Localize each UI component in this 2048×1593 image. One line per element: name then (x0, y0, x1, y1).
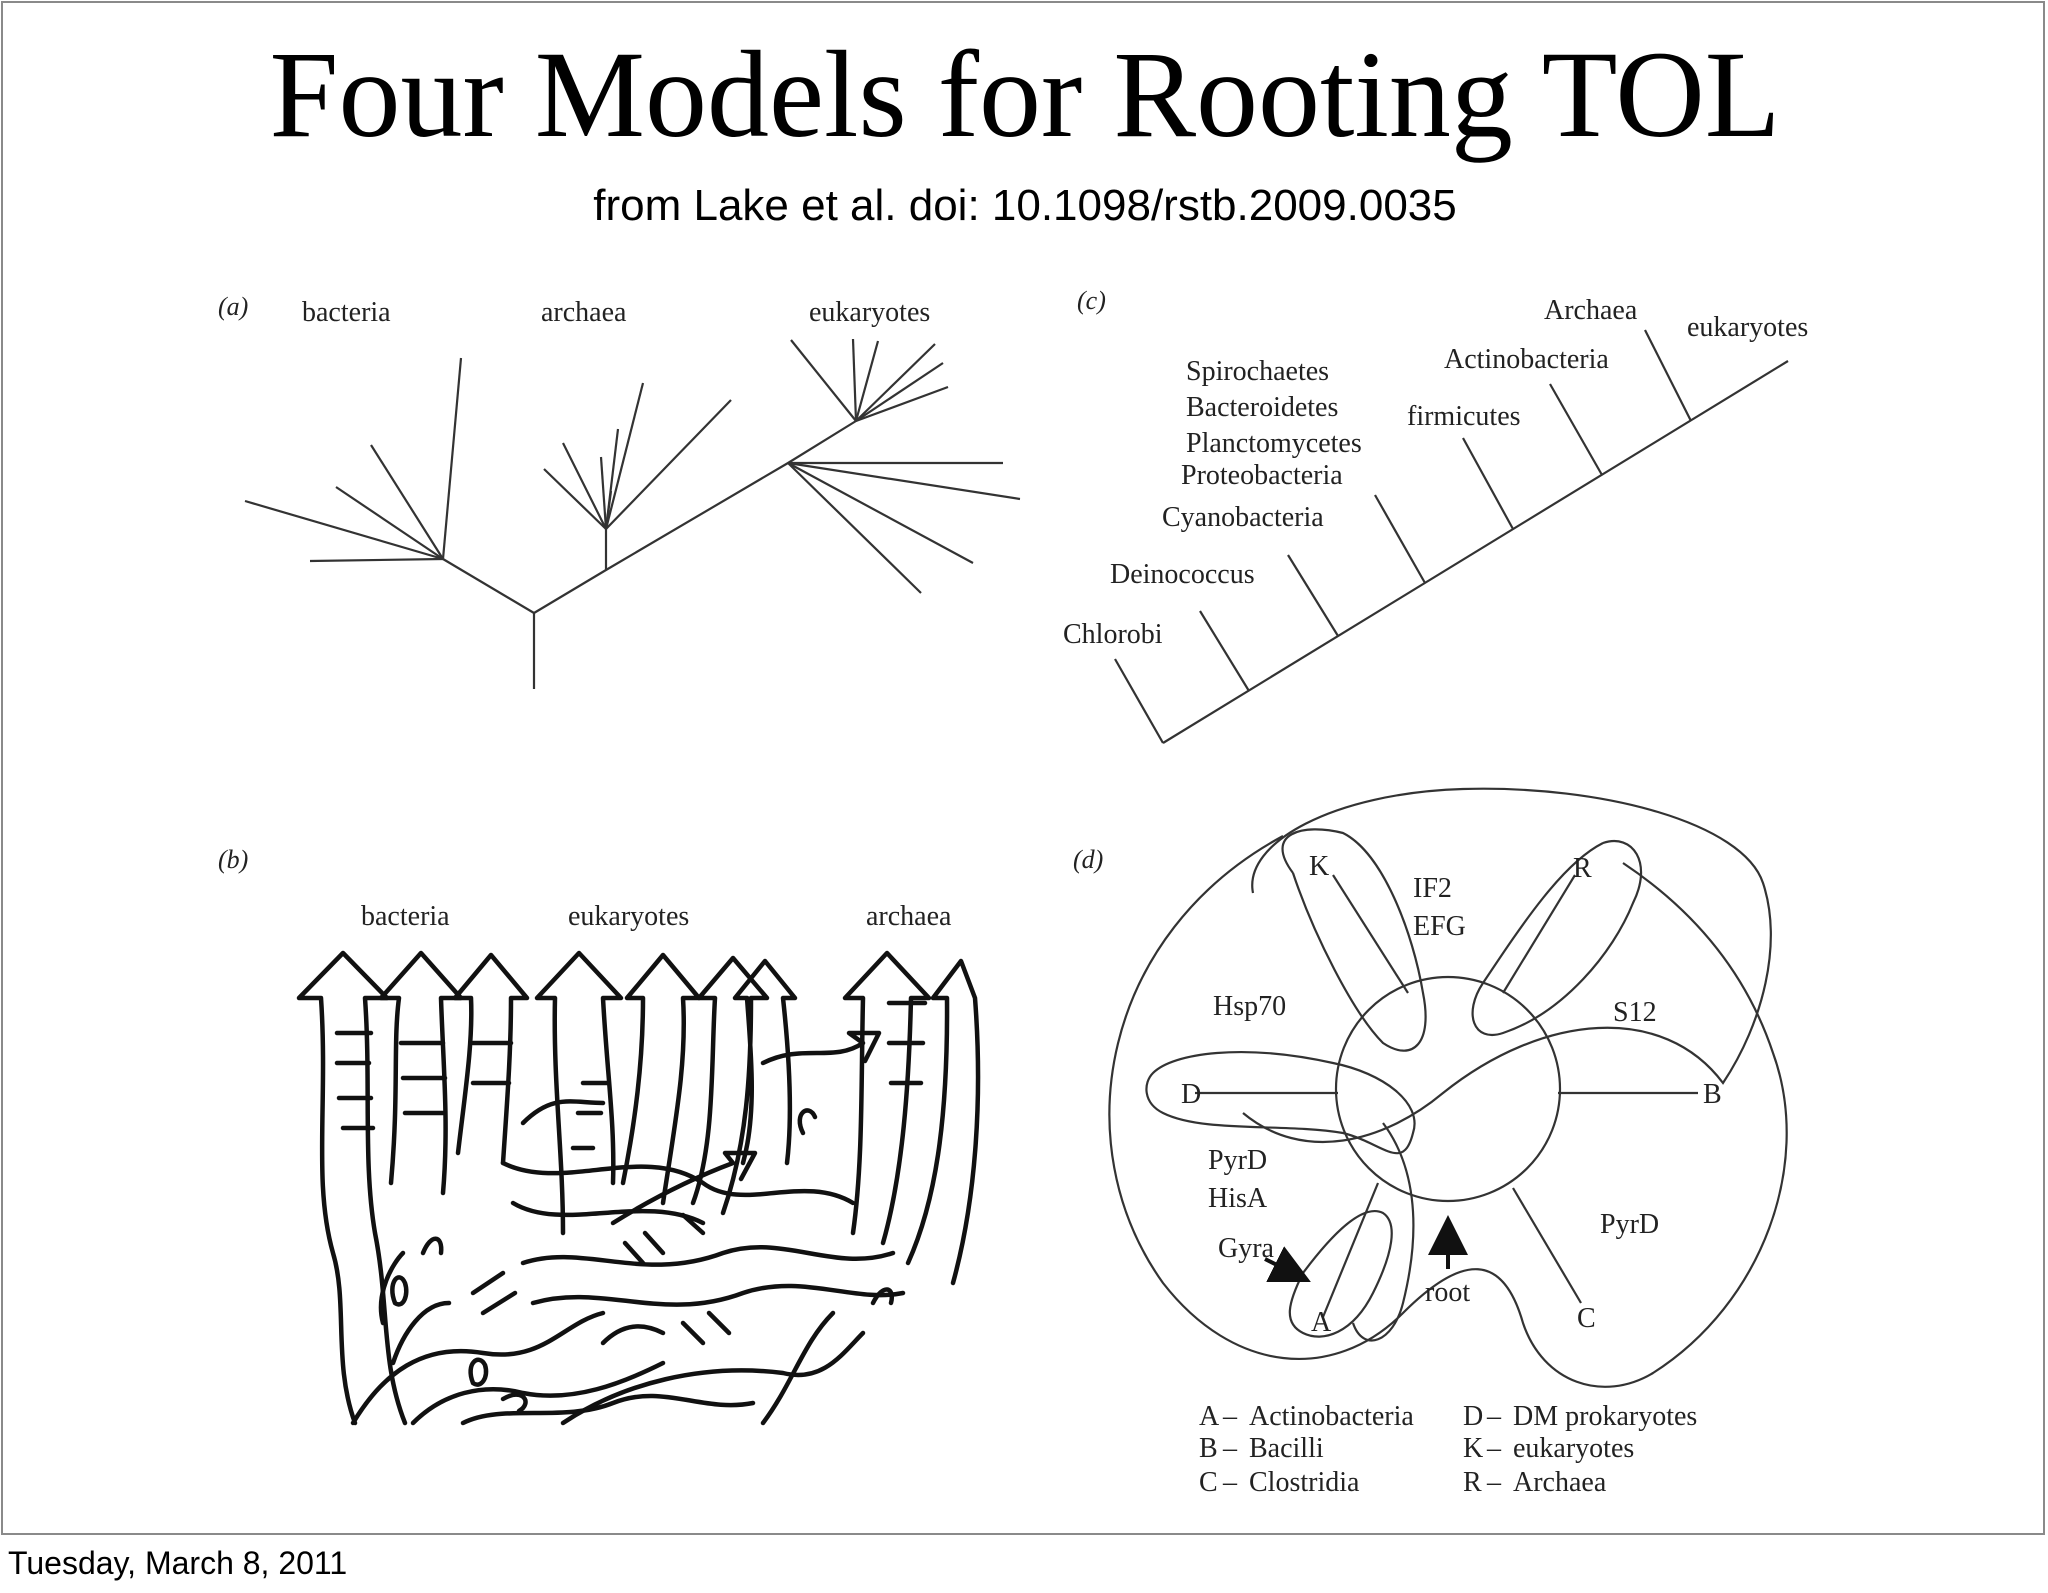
panel-d-tag: (d) (1073, 845, 1103, 874)
svg-text:DM prokaryotes: DM prokaryotes (1513, 1401, 1697, 1432)
panel-d-legend: A – Actinobacteria B – Bacilli C – Clost… (1199, 1401, 1697, 1498)
panel-c-taxon-spirochaetes: Spirochaetes (1186, 356, 1329, 387)
legend-entry-a: A – Actinobacteria (1199, 1401, 1414, 1432)
panel-b-tag: (b) (218, 845, 248, 874)
panel-a-label-eukaryotes: eukaryotes (809, 297, 930, 328)
panel-c (1114, 329, 1789, 744)
svg-text:eukaryotes: eukaryotes (1513, 1433, 1634, 1464)
panel-a-bacteria-branch (442, 558, 535, 614)
panel-c-tag: (c) (1077, 286, 1106, 315)
legend-entry-c: C – Clostridia (1199, 1467, 1360, 1498)
panel-d-gene-hsp70: Hsp70 (1213, 991, 1286, 1022)
figure-canvas: (a) bacteria archaea eukaryotes (c) Chlo… (218, 286, 1808, 1498)
svg-text:Archaea: Archaea (1513, 1467, 1607, 1498)
panel-d-gene-pyrd-right: PyrD (1600, 1209, 1659, 1240)
panel-c-taxon-eukaryotes: eukaryotes (1687, 312, 1808, 343)
svg-text:C: C (1199, 1467, 1218, 1498)
panel-c-taxon-actinobacteria: Actinobacteria (1444, 344, 1609, 375)
legend-entry-r: R – Archaea (1463, 1467, 1607, 1498)
panel-c-taxon-chlorobi: Chlorobi (1063, 619, 1163, 650)
panel-a-label-bacteria: bacteria (302, 297, 391, 328)
panel-d-node-d: D (1181, 1079, 1201, 1110)
panel-b-label-bacteria: bacteria (361, 901, 450, 932)
panel-d-gene-pyrd-left: PyrD (1208, 1145, 1267, 1176)
svg-text:A: A (1199, 1401, 1220, 1432)
panel-c-backbone (1162, 360, 1789, 744)
panel-d-node-r: R (1573, 853, 1592, 884)
panel-c-taxon-cyanobacteria: Cyanobacteria (1162, 502, 1324, 533)
svg-text:Actinobacteria: Actinobacteria (1249, 1401, 1414, 1432)
footer-date: Tuesday, March 8, 2011 (8, 1545, 348, 1581)
panel-d-gene-efg: EFG (1413, 911, 1466, 942)
slide-title: Four Models for Rooting TOL (269, 26, 1781, 163)
panel-d-node-a: A (1311, 1307, 1332, 1338)
svg-text:–: – (1486, 1467, 1502, 1498)
panel-d-center-circle (1334, 975, 1562, 1203)
svg-text:Bacilli: Bacilli (1249, 1433, 1324, 1464)
panel-d-gene-s12: S12 (1613, 997, 1657, 1028)
panel-c-taxon-firmicutes: firmicutes (1407, 401, 1521, 432)
panel-a-tag: (a) (218, 292, 248, 321)
panel-c-taxon-deinococcus: Deinococcus (1110, 559, 1255, 590)
svg-text:B: B (1199, 1433, 1218, 1464)
panel-d-node-k: K (1309, 851, 1329, 882)
svg-text:R: R (1463, 1467, 1482, 1498)
panel-d-gene-gyra: Gyra (1218, 1233, 1275, 1264)
panel-d-diagram (1108, 787, 1788, 1388)
legend-entry-d: D – DM prokaryotes (1463, 1401, 1697, 1432)
svg-text:–: – (1222, 1467, 1238, 1498)
panel-a-backbone (533, 420, 857, 614)
panel-d-gene-if2: IF2 (1413, 873, 1452, 904)
svg-text:–: – (1222, 1433, 1238, 1464)
svg-text:Clostridia: Clostridia (1249, 1467, 1360, 1498)
panel-c-taxon-planctomycetes: Planctomycetes (1186, 428, 1362, 459)
slide: Four Models for Rooting TOL from Lake et… (1, 1, 2045, 1535)
panel-c-taxon-proteobacteria: Proteobacteria (1181, 460, 1343, 491)
panel-a-label-archaea: archaea (541, 297, 627, 328)
panel-d-node-c: C (1577, 1303, 1596, 1334)
panel-b-label-eukaryotes: eukaryotes (568, 901, 689, 932)
panel-c-taxon-bacteroidetes: Bacteroidetes (1186, 392, 1338, 423)
svg-text:–: – (1486, 1401, 1502, 1432)
slide-subtitle: from Lake et al. doi: 10.1098/rstb.2009.… (593, 181, 1457, 230)
svg-text:–: – (1486, 1433, 1502, 1464)
panel-d-gyra-arrow (1264, 1246, 1311, 1282)
svg-text:K: K (1463, 1433, 1483, 1464)
svg-text:–: – (1222, 1401, 1238, 1432)
panel-b-label-archaea: archaea (866, 901, 952, 932)
legend-entry-k: K – eukaryotes (1463, 1433, 1634, 1464)
panel-c-taxon-archaea: Archaea (1544, 295, 1638, 326)
legend-entry-b: B – Bacilli (1199, 1433, 1324, 1464)
panel-d-gene-hisa: HisA (1208, 1183, 1268, 1214)
panel-b-network (296, 950, 981, 1426)
panel-d-node-b: B (1703, 1079, 1722, 1110)
svg-text:D: D (1463, 1401, 1483, 1432)
panel-a (244, 338, 1021, 689)
panel-d-root-label: root (1425, 1277, 1470, 1308)
